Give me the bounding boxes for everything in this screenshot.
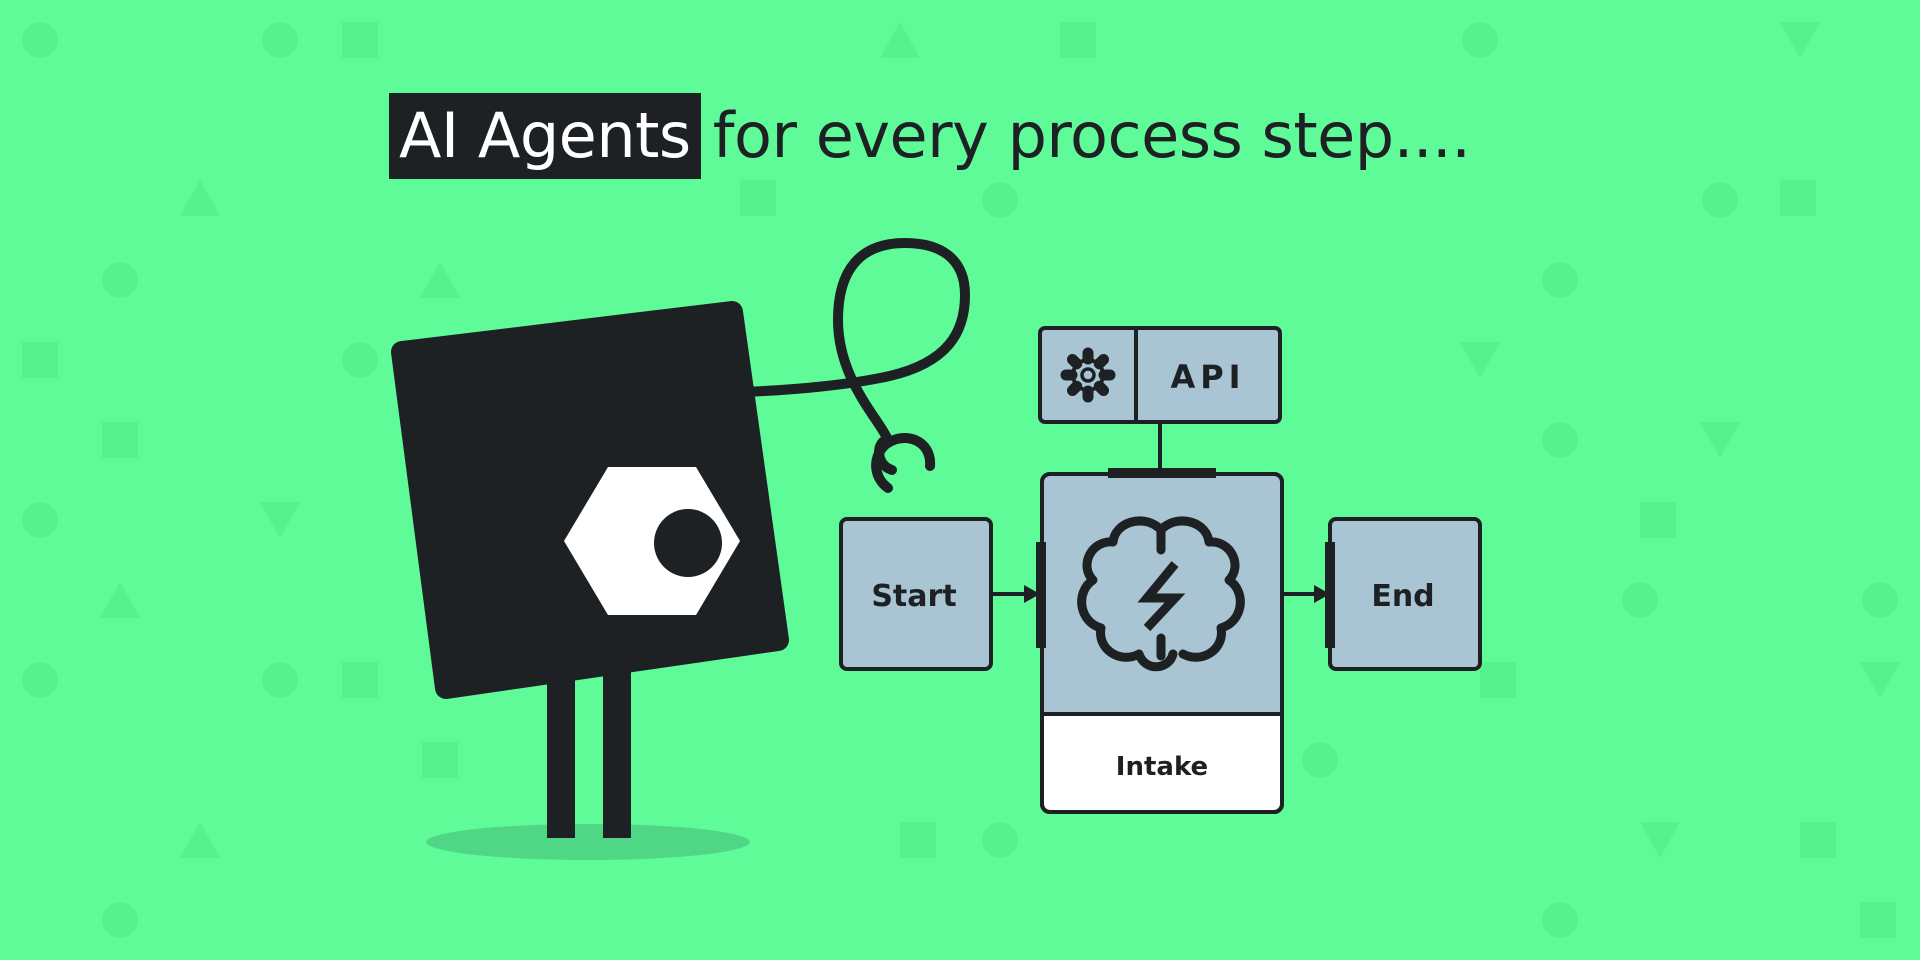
end-label: End (1371, 579, 1434, 614)
api-box: API (1038, 326, 1282, 476)
agent-step-box: Intake (1036, 468, 1284, 814)
robot-mascot (391, 237, 971, 838)
brain-lightning-icon (1077, 516, 1245, 672)
ground-shadow (426, 824, 750, 860)
headline-rest: for every process step.... (712, 99, 1471, 172)
start-label: Start (871, 579, 956, 614)
api-label: API (1170, 358, 1245, 396)
start-box: Start (839, 517, 993, 671)
gear-icon (1060, 347, 1116, 403)
hex-nut-icon (564, 467, 740, 615)
headline-highlight: AI Agents (389, 93, 701, 179)
headline: AI Agents for every process step.... (389, 93, 1471, 179)
agent-step-label: Intake (1116, 752, 1208, 782)
end-box: End (1325, 517, 1482, 671)
